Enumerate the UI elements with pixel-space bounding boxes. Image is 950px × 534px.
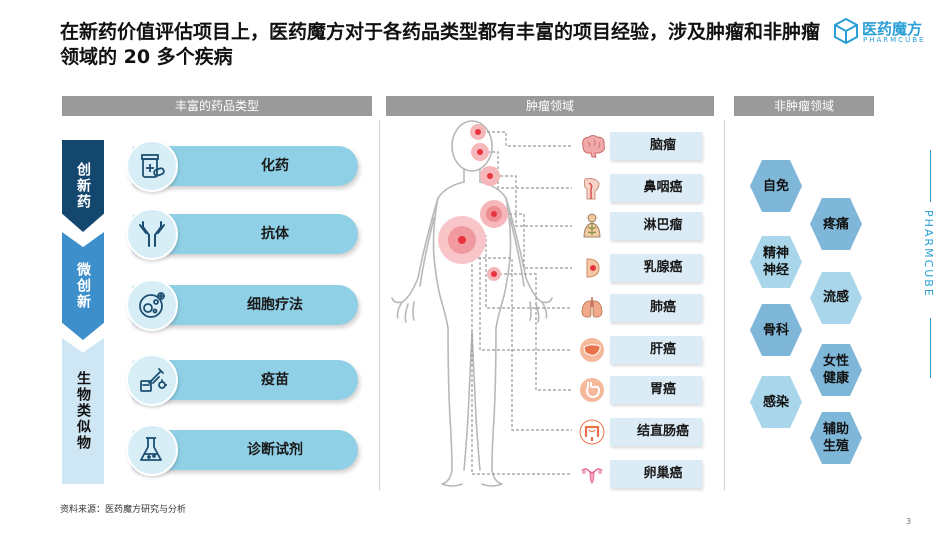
section-header-oncology: 肿瘤领域 bbox=[386, 96, 714, 116]
hex-label-assisted-reproduction: 辅助 生殖 bbox=[822, 422, 849, 454]
category-label: 生物类似物 bbox=[75, 371, 91, 451]
logo: 医药魔方 PHARMCUBE bbox=[834, 16, 934, 46]
drug-type-chemical: 化药 bbox=[126, 140, 358, 192]
tumor-brain: 脑瘤 bbox=[610, 132, 702, 160]
hex-label-infection: 感染 bbox=[762, 395, 789, 410]
lymph-icon bbox=[578, 212, 606, 240]
drug-type-diagnostic: 诊断试剂 bbox=[126, 424, 358, 476]
logo-name: 医药魔方 bbox=[862, 20, 923, 38]
drug-type-label: 化药 bbox=[261, 158, 289, 174]
tumor-breast: 乳腺癌 bbox=[610, 254, 702, 282]
hex-assisted-reproduction bbox=[810, 412, 862, 464]
tumor-label: 肝癌 bbox=[649, 342, 676, 357]
flask-icon bbox=[126, 424, 178, 476]
tumor-label: 卵巢癌 bbox=[643, 466, 683, 481]
page-number: 3 bbox=[906, 517, 912, 526]
hex-label-womens-health: 女性 健康 bbox=[822, 354, 849, 386]
drug-type-antibody: 抗体 bbox=[126, 208, 358, 260]
tumor-lung: 肺癌 bbox=[610, 294, 702, 322]
hex-label-orthopedics: 骨科 bbox=[762, 323, 789, 338]
cell-icon bbox=[126, 279, 178, 331]
syringe-icon bbox=[126, 354, 178, 406]
category-label: 微创新 bbox=[75, 262, 91, 310]
liver-icon bbox=[578, 336, 606, 364]
drug-type-label: 疫苗 bbox=[261, 372, 289, 388]
divider bbox=[724, 120, 725, 490]
tumor-lymphoma: 淋巴瘤 bbox=[610, 212, 702, 240]
section-header-drug-types: 丰富的药品类型 bbox=[62, 96, 372, 116]
tumor-label: 结直肠癌 bbox=[636, 424, 689, 439]
brand-line-top bbox=[930, 150, 931, 202]
hex-grid bbox=[750, 160, 862, 464]
page-title: 在新药价值评估项目上，医药魔方对于各药品类型都有丰富的项目经验，涉及肿瘤和非肿瘤… bbox=[60, 21, 821, 68]
breast-icon bbox=[578, 254, 606, 282]
hex-label-neuro: 精神 神经 bbox=[762, 246, 789, 278]
drug-type-label: 细胞疗法 bbox=[247, 297, 303, 313]
section-header-non-oncology: 非肿瘤领域 bbox=[734, 96, 874, 116]
hex-label-pain: 疼痛 bbox=[822, 217, 849, 232]
hex-neuro bbox=[750, 236, 802, 288]
pill-bottle-icon bbox=[126, 140, 178, 192]
category-innovative: 创新药 bbox=[62, 140, 104, 232]
tumor-liver: 肝癌 bbox=[610, 336, 702, 364]
ovary-icon bbox=[578, 460, 606, 488]
lungs-icon bbox=[578, 294, 606, 322]
category-label: 创新药 bbox=[75, 162, 91, 210]
body-diagram bbox=[391, 120, 572, 487]
antibody-icon bbox=[126, 208, 178, 260]
source-note: 资料来源：医药魔方研究与分析 bbox=[60, 505, 187, 515]
hotspots bbox=[438, 124, 508, 281]
hex-orthopedics bbox=[750, 304, 802, 356]
vertical-brand: PHARMCUBE bbox=[922, 210, 935, 298]
drug-type-cell-therapy: 细胞疗法 bbox=[126, 279, 358, 331]
tumor-label: 胃癌 bbox=[649, 382, 676, 397]
throat-icon bbox=[578, 174, 606, 202]
hex-label-autoimmune: 自免 bbox=[762, 179, 789, 194]
intestine-icon bbox=[578, 418, 606, 446]
divider bbox=[379, 120, 380, 490]
category-biosimilar: 生物类似物 bbox=[62, 338, 104, 484]
tumor-label: 脑瘤 bbox=[649, 138, 676, 153]
tumor-nasopharyngeal: 鼻咽癌 bbox=[610, 174, 702, 202]
tumor-stomach: 胃癌 bbox=[610, 376, 702, 404]
hex-label-influenza: 流感 bbox=[822, 290, 849, 305]
drug-type-vaccine: 疫苗 bbox=[126, 354, 358, 406]
cube-logo-icon bbox=[834, 18, 858, 44]
hex-autoimmune bbox=[750, 160, 802, 212]
tumor-label: 肺癌 bbox=[649, 300, 676, 315]
tumor-label: 淋巴瘤 bbox=[643, 218, 683, 233]
tumor-label: 鼻咽癌 bbox=[643, 180, 683, 195]
tumor-label: 乳腺癌 bbox=[643, 260, 683, 275]
category-micro-innovation: 微创新 bbox=[62, 232, 104, 340]
tumor-ovarian: 卵巢癌 bbox=[610, 460, 702, 488]
human-body-icon bbox=[391, 120, 553, 487]
stomach-icon bbox=[578, 376, 606, 404]
hex-womens-health bbox=[810, 344, 862, 396]
logo-subtitle: PHARMCUBE bbox=[863, 36, 926, 44]
tumor-colorectal: 结直肠癌 bbox=[610, 418, 702, 446]
hex-influenza bbox=[810, 272, 862, 324]
brain-icon bbox=[578, 132, 608, 160]
hex-pain bbox=[810, 198, 862, 250]
drug-type-label: 诊断试剂 bbox=[247, 442, 303, 458]
hex-infection bbox=[750, 376, 802, 428]
drug-type-label: 抗体 bbox=[261, 226, 289, 242]
brand-line-bottom bbox=[930, 318, 931, 378]
connector-lines bbox=[458, 131, 572, 475]
